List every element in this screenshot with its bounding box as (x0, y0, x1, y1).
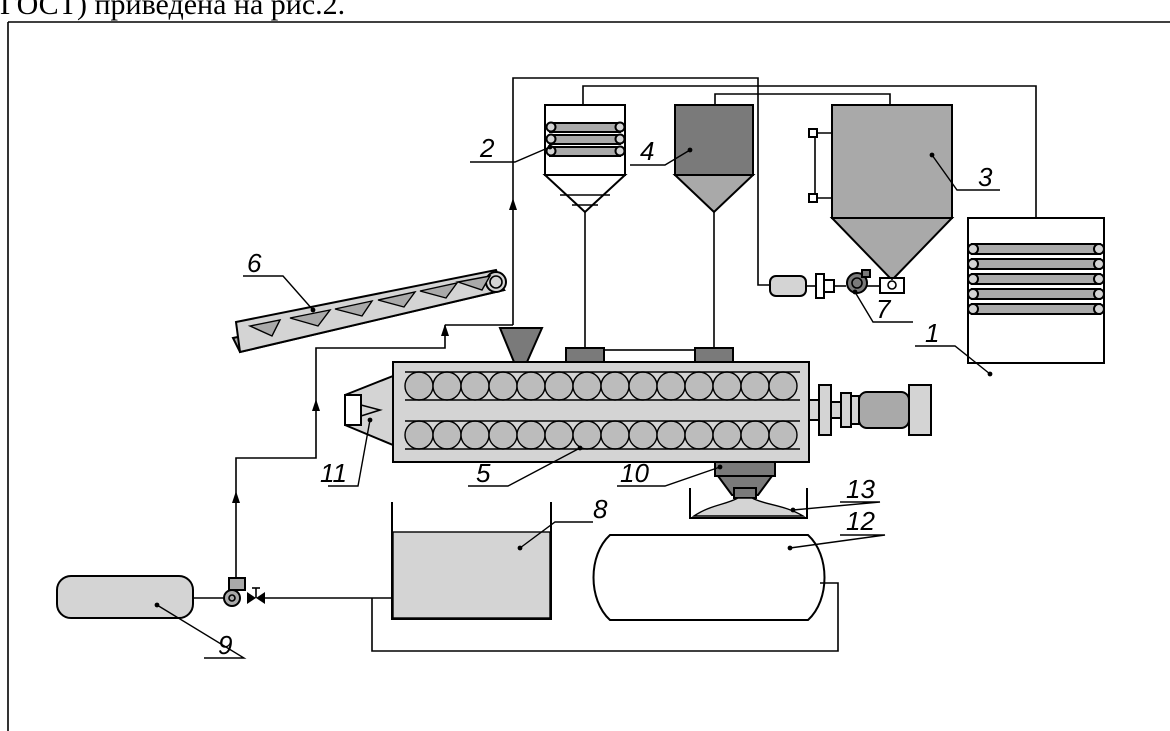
component-9-cylinder (56, 575, 265, 619)
component-11-die (344, 374, 394, 447)
component-7-pump-unit (769, 269, 905, 299)
label-11: 11 (320, 458, 347, 488)
component-4-hopper (672, 104, 756, 348)
coil-2c (549, 146, 621, 157)
label-3: 3 (978, 162, 993, 192)
label-8: 8 (593, 494, 608, 524)
label-5: 5 (476, 458, 491, 488)
component-5-extruder (392, 327, 932, 463)
label-13: 13 (846, 474, 875, 504)
leader-lines (156, 146, 1000, 659)
component-3-tank (808, 104, 955, 282)
bottom-pipelines (265, 582, 839, 652)
coil-2a (549, 122, 621, 133)
top-pipelines (232, 77, 1037, 578)
label-6: 6 (247, 248, 262, 278)
label-7: 7 (876, 294, 892, 324)
component-12-vessel (592, 534, 826, 621)
component-8-tank (391, 502, 552, 620)
component-2-hopper (542, 104, 628, 348)
caption-text: ГОСТ) приведена на рис.2. (0, 0, 346, 21)
label-10: 10 (620, 458, 649, 488)
component-10-discharge (714, 461, 776, 499)
coil-2b (549, 134, 621, 145)
label-12: 12 (846, 506, 875, 536)
label-9: 9 (218, 630, 232, 660)
feed-funnel (498, 327, 544, 363)
flow-arrow-up-4 (232, 491, 240, 503)
label-2: 2 (479, 133, 495, 163)
flow-arrow-up-3 (312, 399, 320, 411)
component-6-conveyor (231, 268, 507, 354)
component-1-container (967, 217, 1105, 364)
flow-arrow-up-2 (441, 324, 449, 336)
flow-arrow-up-1 (509, 198, 517, 210)
label-4: 4 (640, 136, 654, 166)
leader-dots (154, 144, 993, 608)
label-1: 1 (925, 318, 939, 348)
